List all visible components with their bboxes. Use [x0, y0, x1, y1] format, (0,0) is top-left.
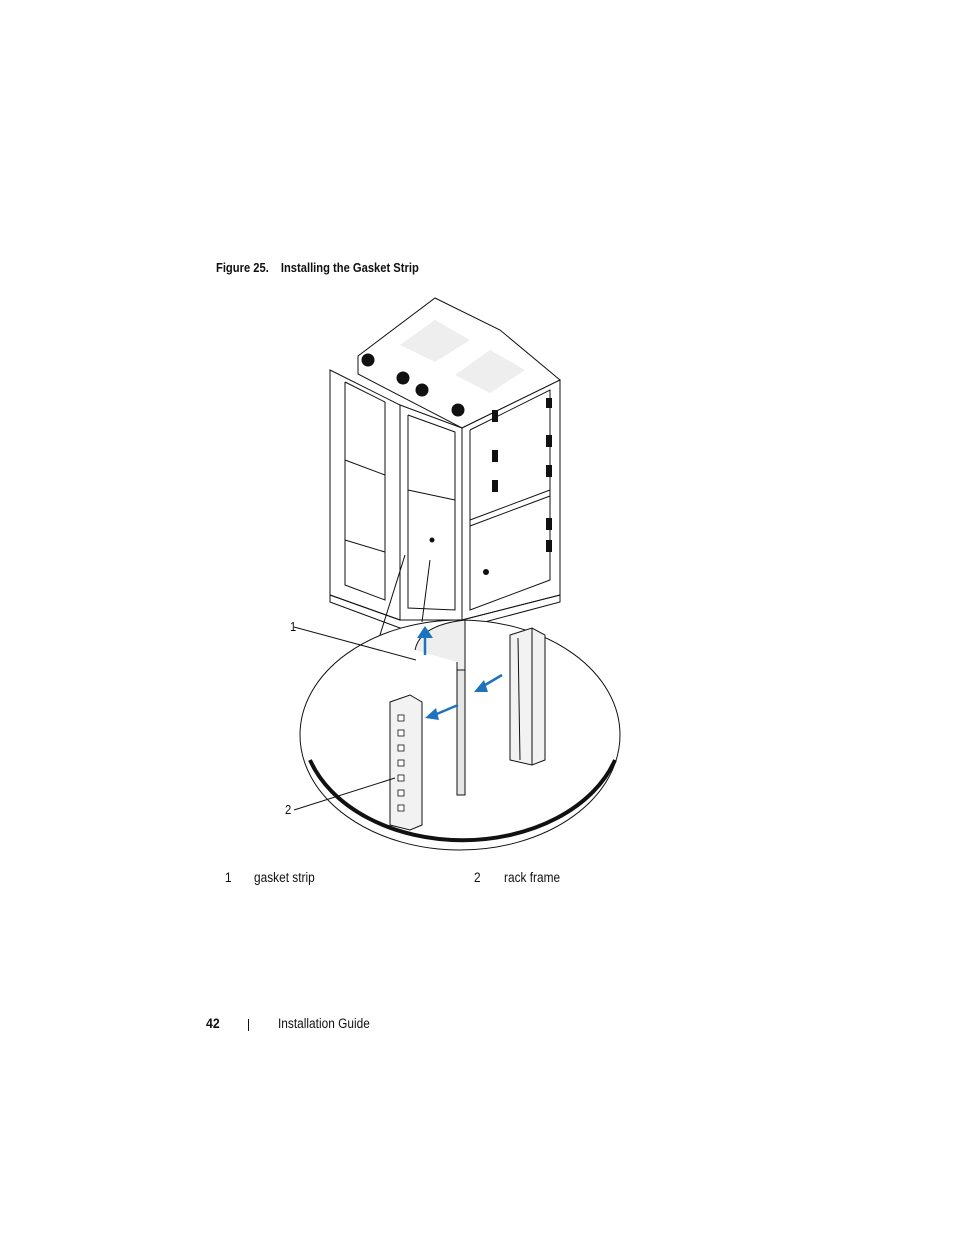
footer-doc-title: Installation Guide	[278, 1016, 370, 1031]
rack-frame-channel	[509, 627, 546, 766]
figure-number: Figure 25.	[216, 260, 269, 275]
footer-separator	[248, 1019, 249, 1031]
legend-label-2: rack frame	[504, 870, 561, 885]
callout-2: 2	[285, 802, 292, 817]
zoom-line-right	[421, 559, 431, 623]
gasket-strip-illustration	[293, 297, 621, 851]
legend-num-2: 2	[474, 870, 481, 885]
rack-right-cabinet	[399, 404, 463, 621]
callout-line-1	[293, 626, 417, 661]
legend-label-1: gasket strip	[254, 870, 315, 885]
page-number: 42	[206, 1015, 220, 1031]
callout-1: 1	[290, 619, 297, 634]
zoom-line-left	[379, 554, 406, 636]
figure-caption: Figure 25. Installing the Gasket Strip	[216, 260, 419, 275]
figure-title: Installing the Gasket Strip	[280, 260, 419, 275]
rack-frame-post	[389, 694, 423, 831]
rack-left-cabinet	[329, 369, 401, 621]
legend-num-1: 1	[225, 870, 232, 885]
callout-line-2	[293, 777, 396, 811]
